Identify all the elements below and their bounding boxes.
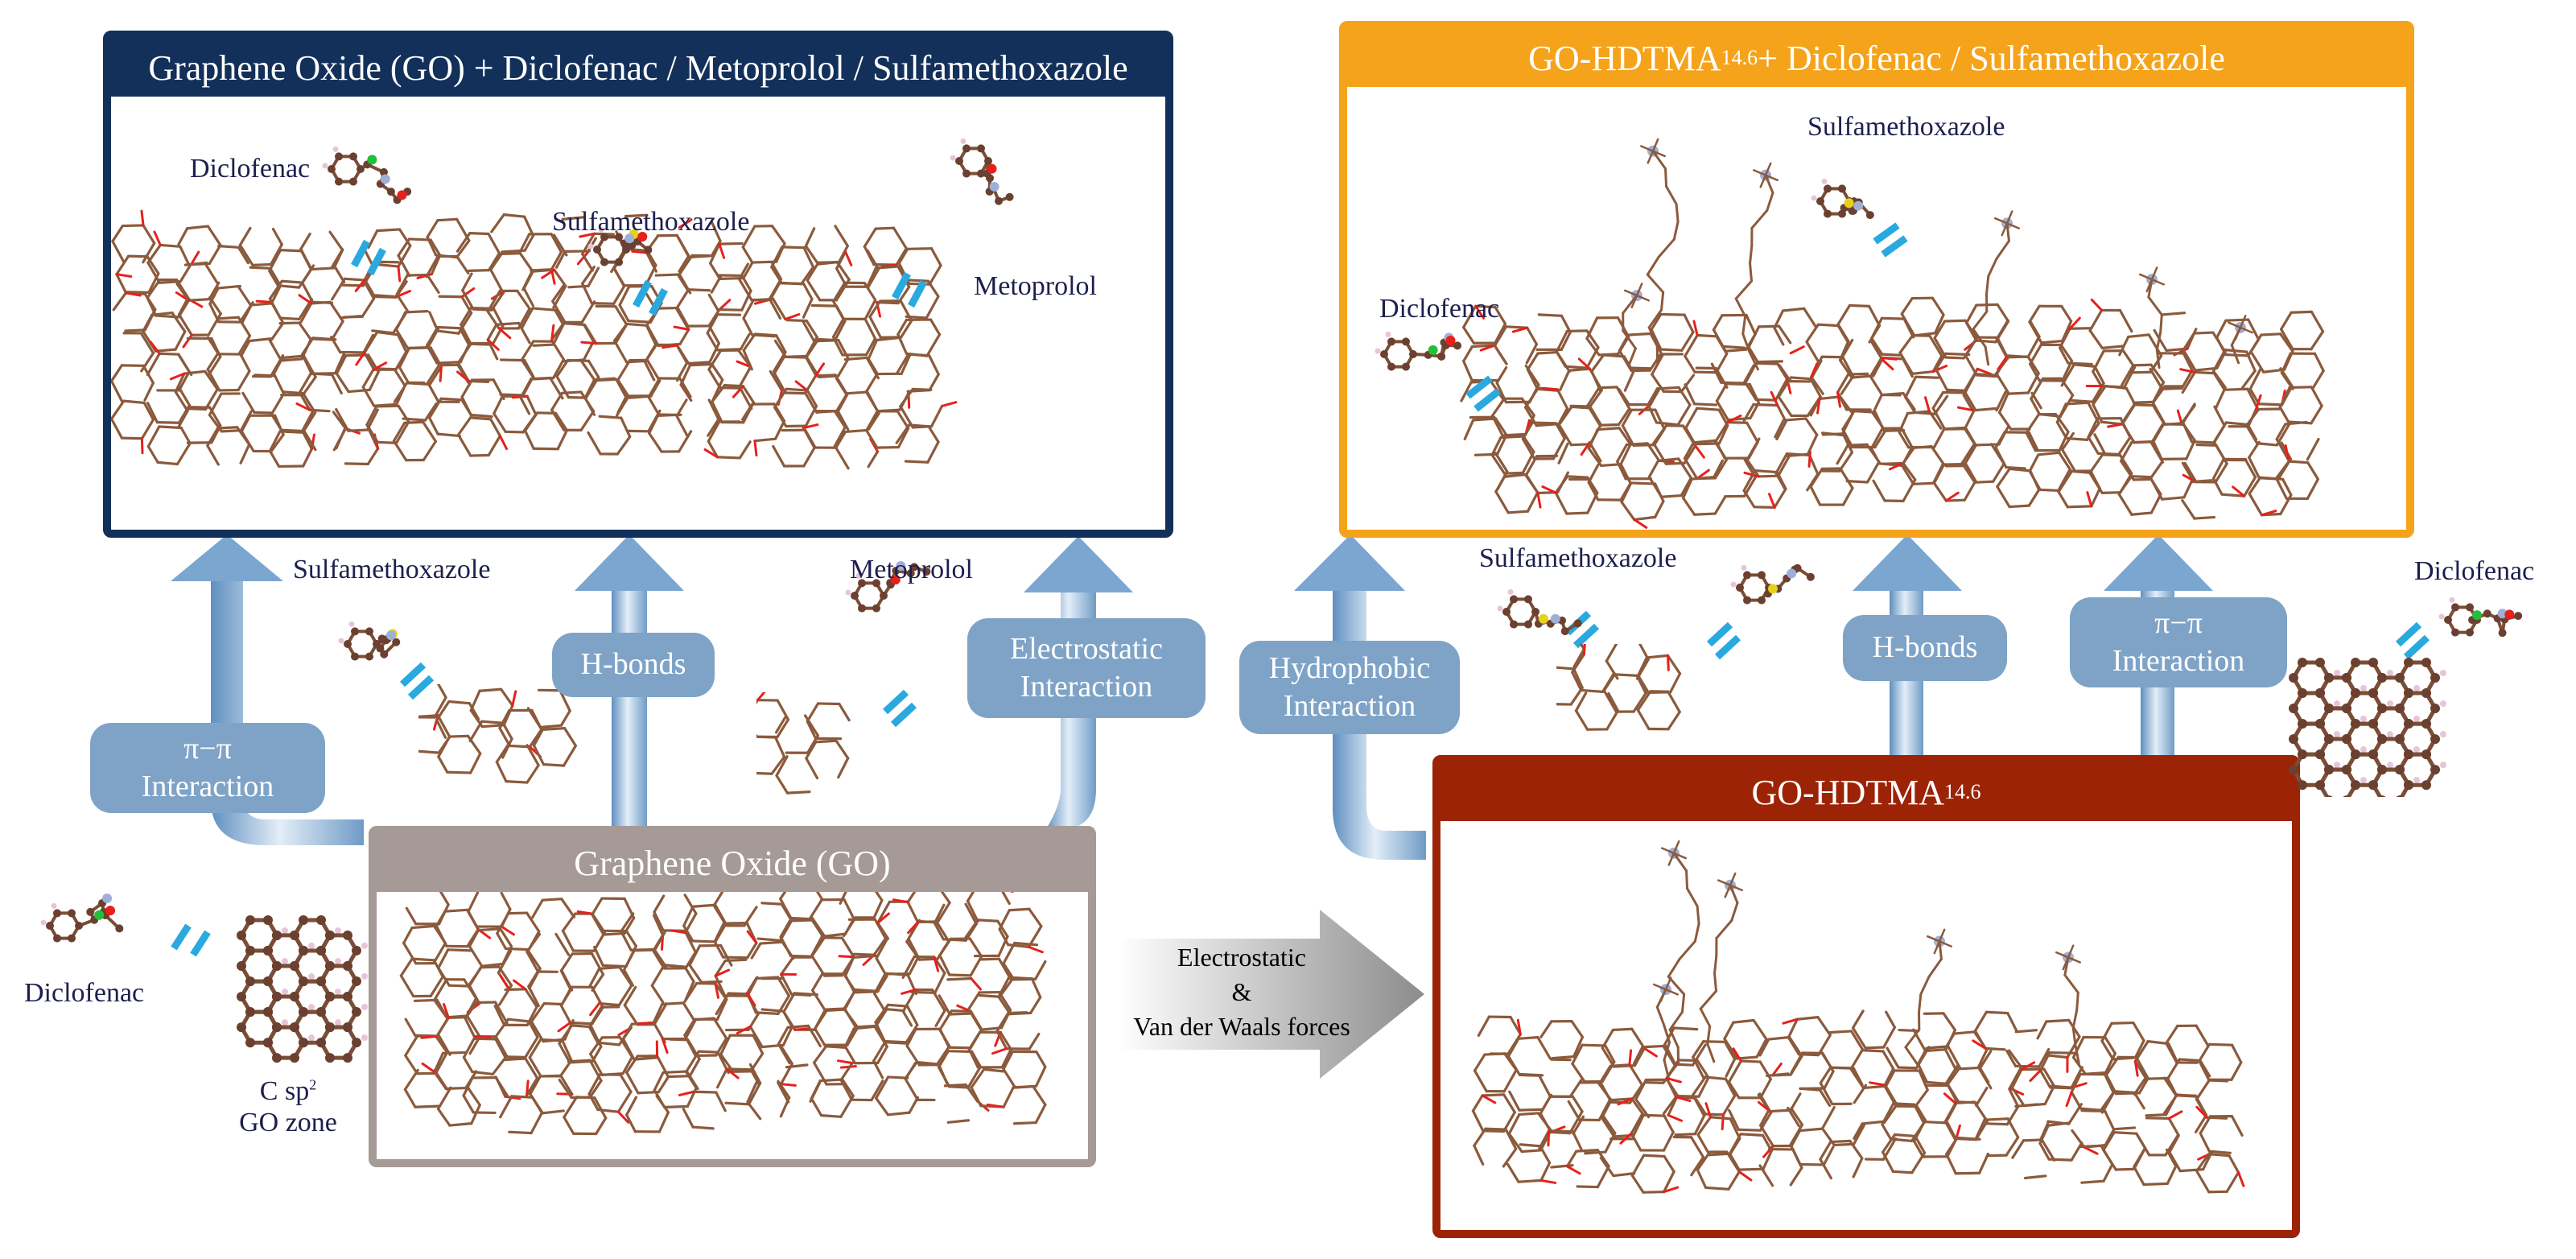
label-metoprolol-mid: Metoprolol (850, 555, 973, 584)
label-diclofenac-bottom: Diclofenac (24, 978, 145, 1008)
molecule (587, 226, 653, 266)
label-diclofenac-hdtma: Diclofenac (1379, 294, 1500, 324)
label-diclofenac-top: Diclofenac (190, 154, 311, 184)
go-fragment-metoprolol (756, 692, 851, 795)
csp2-sheet-right (2289, 657, 2446, 797)
go-fragment-sulfa (418, 684, 577, 784)
molecule (1730, 563, 1815, 605)
go-lattice (399, 892, 1047, 1136)
hdtma-lattice (1471, 840, 2245, 1194)
label-sulfamethoxazole-mid-left: Sulfamethoxazole (293, 555, 491, 584)
molecule (1375, 331, 1462, 371)
molecule (845, 560, 931, 613)
label-csp2-zone: C sp2 GO zone (239, 1076, 337, 1138)
molecule (2438, 596, 2523, 638)
transition-arrow (1119, 910, 1424, 1079)
transition-arrow-label: Electrostatic & Van der Waals forces (1133, 943, 1350, 1042)
label-sulfamethoxazole-hdtma: Sulfamethoxazole (1807, 112, 2005, 142)
molecule (338, 621, 401, 661)
molecule (40, 893, 124, 943)
csp2-zone-sheet (237, 914, 368, 1063)
bond-marks (171, 222, 2430, 957)
panel-go-drugs-title: Graphene Oxide (GO) + Diclofenac / Metop… (111, 39, 1165, 97)
molecule (1811, 178, 1874, 220)
molecule (322, 146, 412, 204)
label-metoprolol-top: Metoprolol (974, 271, 1097, 301)
hbonds-label-right: H-bonds (1843, 615, 2007, 681)
go-drugs-lattice (111, 209, 958, 470)
hdtma-fragment-sulfa (1556, 644, 1682, 731)
hdtma-drugs-lattice (1460, 138, 2325, 529)
label-sulfamethoxazole-top: Sulfamethoxazole (552, 207, 750, 237)
panel-go-drugs: Graphene Oxide (GO) + Diclofenac / Metop… (103, 31, 1173, 538)
hbonds-label-left: H-bonds (552, 633, 715, 697)
label-sulfamethoxazole-mid-right: Sulfamethoxazole (1479, 543, 1677, 573)
hbonds-arrow-left (575, 535, 684, 831)
panel-go-title: Graphene Oxide (GO) (377, 834, 1088, 892)
panel-go: Graphene Oxide (GO) (369, 826, 1096, 1167)
molecule (950, 138, 1014, 205)
label-diclofenac-right: Diclofenac (2414, 556, 2535, 586)
pi-arrow-left (171, 535, 364, 845)
molecule (1497, 588, 1582, 636)
